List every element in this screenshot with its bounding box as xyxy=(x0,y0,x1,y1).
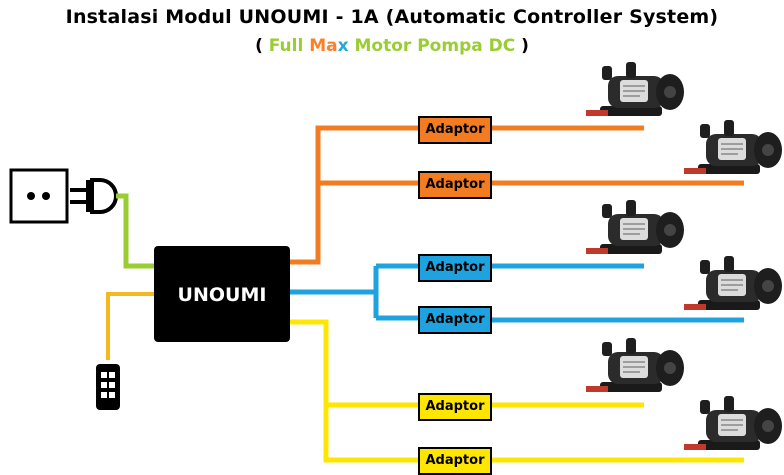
adapter-blue-1: Adaptor xyxy=(418,254,492,282)
dc-pump-icon xyxy=(585,199,685,255)
subtitle-motor-pompa: Motor Pompa DC xyxy=(354,36,516,56)
plug-icon xyxy=(70,178,118,214)
remote-control-icon xyxy=(96,364,120,410)
dc-pump-icon xyxy=(585,61,685,117)
subtitle-ma: Ma xyxy=(309,36,338,56)
subtitle-close: ) xyxy=(515,36,529,56)
adapter-yellow-2: Adaptor xyxy=(418,447,492,475)
yellow-wires xyxy=(290,319,744,463)
dc-pump-icon xyxy=(683,395,783,451)
power-wire xyxy=(116,193,154,269)
unoumi-controller: UNOUMI xyxy=(154,246,290,342)
adapter-orange-2: Adaptor xyxy=(418,171,492,199)
subtitle-full: Full xyxy=(268,36,304,56)
dc-pump-icon xyxy=(585,337,685,393)
power-socket-icon xyxy=(9,168,69,224)
orange-wires xyxy=(290,125,744,265)
adapter-orange-1: Adaptor xyxy=(418,116,492,144)
subtitle-x: x xyxy=(337,36,349,56)
adapter-yellow-1: Adaptor xyxy=(418,393,492,421)
adapter-blue-2: Adaptor xyxy=(418,306,492,334)
diagram-title: Instalasi Modul UNOUMI - 1A (Automatic C… xyxy=(65,6,719,28)
remote-wire xyxy=(106,292,154,360)
subtitle-open: ( xyxy=(255,36,269,56)
blue-wires xyxy=(290,263,744,323)
dc-pump-icon xyxy=(683,255,783,311)
diagram-subtitle: ( Full Max Motor Pompa DC ) xyxy=(0,36,784,56)
dc-pump-icon xyxy=(683,119,783,175)
controller-label: UNOUMI xyxy=(177,284,267,306)
